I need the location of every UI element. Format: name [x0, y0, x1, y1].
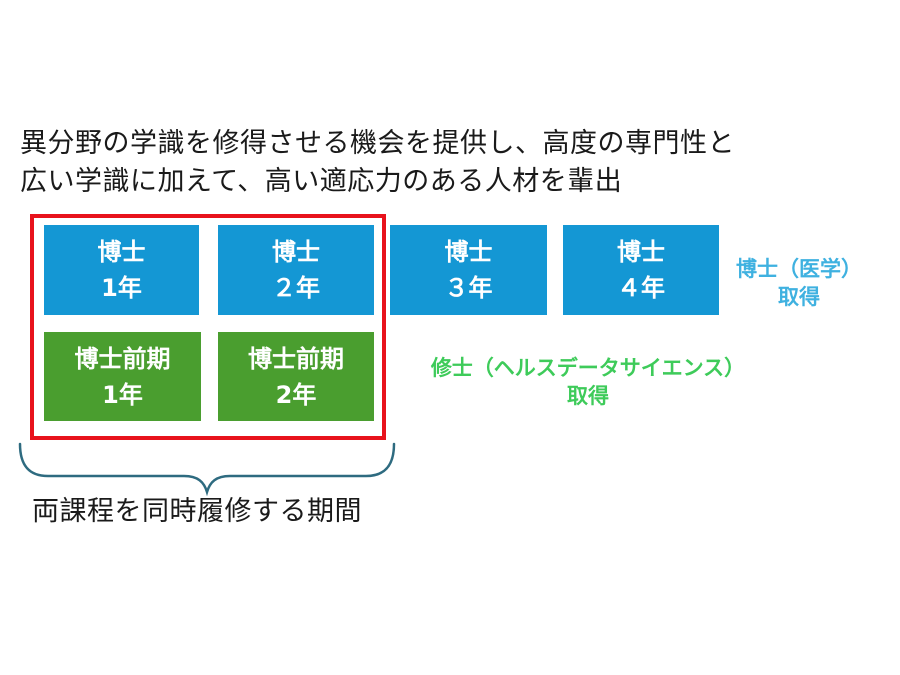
master-year-2-box: 博士前期 2年	[218, 332, 374, 421]
curly-brace-icon	[18, 442, 396, 496]
master-year-1-year: 1年	[102, 380, 143, 409]
doctoral-year-4-title: 博士	[617, 238, 665, 266]
headline-line-2: 広い学識に加えて、高い適応力のある人材を輩出	[20, 166, 623, 197]
doctoral-year-3-title: 博士	[444, 238, 493, 266]
doctoral-year-1-box: 博士 1年	[44, 225, 199, 315]
doctoral-outcome-line-1: 博士（医学）	[736, 257, 862, 281]
master-year-1-title: 博士前期	[74, 344, 171, 373]
doctoral-outcome-line-2: 取得	[778, 285, 820, 309]
master-outcome-line-1: 修士（ヘルスデータサイエンス）	[430, 356, 746, 380]
doctoral-year-3-year: ３年	[444, 274, 493, 302]
master-outcome-label: 修士（ヘルスデータサイエンス） 取得	[388, 354, 788, 410]
doctoral-year-2-box: 博士 ２年	[218, 225, 374, 315]
master-year-2-year: 2年	[275, 380, 317, 409]
doctoral-year-2-year: ２年	[272, 274, 320, 302]
headline-line-1: 異分野の学識を修得させる機会を提供し、高度の専門性と	[20, 128, 735, 159]
doctoral-year-3-box: 博士 ３年	[390, 225, 547, 315]
doctoral-year-4-year: ４年	[617, 274, 665, 302]
master-outcome-line-2: 取得	[567, 384, 609, 408]
concurrent-period-frame	[30, 214, 386, 440]
doctoral-year-4-box: 博士 ４年	[563, 225, 719, 315]
master-year-2-title: 博士前期	[248, 344, 344, 373]
doctoral-year-1-year: 1年	[101, 274, 142, 302]
doctoral-outcome-label: 博士（医学） 取得	[724, 255, 874, 311]
doctoral-year-2-title: 博士	[272, 238, 320, 266]
master-year-1-box: 博士前期 1年	[44, 332, 201, 421]
concurrent-period-caption: 両課程を同時履修する期間	[32, 496, 362, 527]
doctoral-year-1-title: 博士	[97, 238, 146, 266]
